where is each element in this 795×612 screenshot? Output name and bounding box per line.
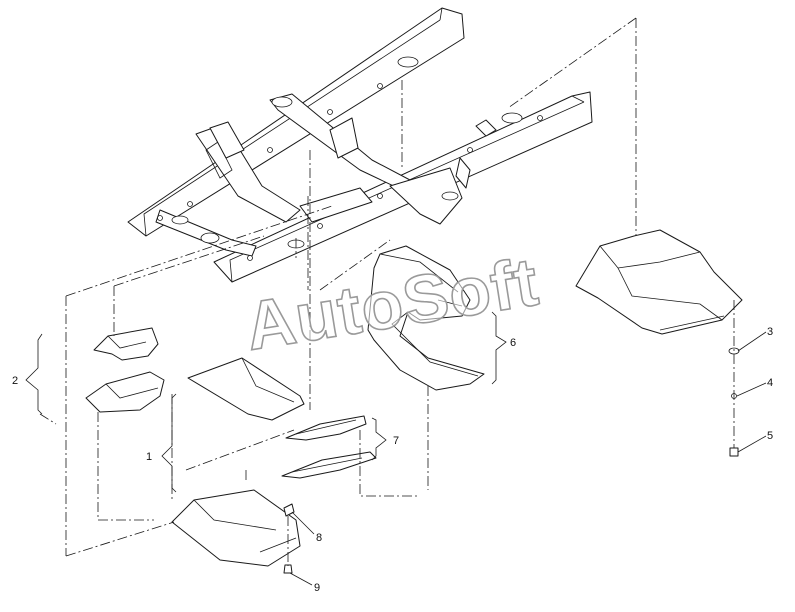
part-7-heat-shields <box>281 415 377 479</box>
callout-1: 1 <box>146 451 152 463</box>
callout-6: 6 <box>510 337 516 349</box>
bolt-icon <box>729 447 739 457</box>
callout-4: 4 <box>767 377 773 389</box>
callout-leaders <box>25 311 767 586</box>
callout-2: 2 <box>12 375 18 387</box>
callout-9: 9 <box>314 582 320 594</box>
vehicle-frame <box>127 7 593 283</box>
part-1-shield-stack <box>171 357 305 567</box>
part-2-left-pads <box>85 327 165 413</box>
callout-5: 5 <box>767 430 773 442</box>
callout-7: 7 <box>393 435 399 447</box>
callout-8: 8 <box>316 532 322 544</box>
clip-icon <box>283 503 295 517</box>
callout-labels: 1 2 3 4 5 6 7 8 9 <box>12 326 773 594</box>
skid-plate <box>575 229 743 335</box>
screw-icon <box>283 564 293 574</box>
assembly-lines <box>39 17 735 566</box>
part-6-tunnel-shield <box>367 245 485 391</box>
callout-3: 3 <box>767 326 773 338</box>
